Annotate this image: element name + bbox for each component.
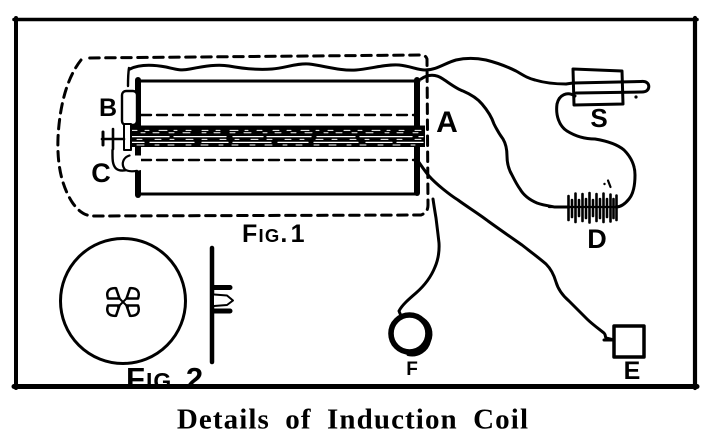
svg-text:F: F [406,359,418,380]
svg-text:FIG.2: FIG.2 [126,361,204,396]
svg-text:B: B [99,94,117,122]
svg-text:FIG.1: FIG.1 [242,220,306,248]
svg-text:D: D [587,224,607,254]
svg-text:C: C [91,158,111,188]
svg-text:A: A [436,106,458,139]
svg-text:E: E [624,357,641,385]
svg-text:Details of Induction Coil: Details of Induction Coil [177,404,529,436]
svg-text:S: S [590,103,607,133]
